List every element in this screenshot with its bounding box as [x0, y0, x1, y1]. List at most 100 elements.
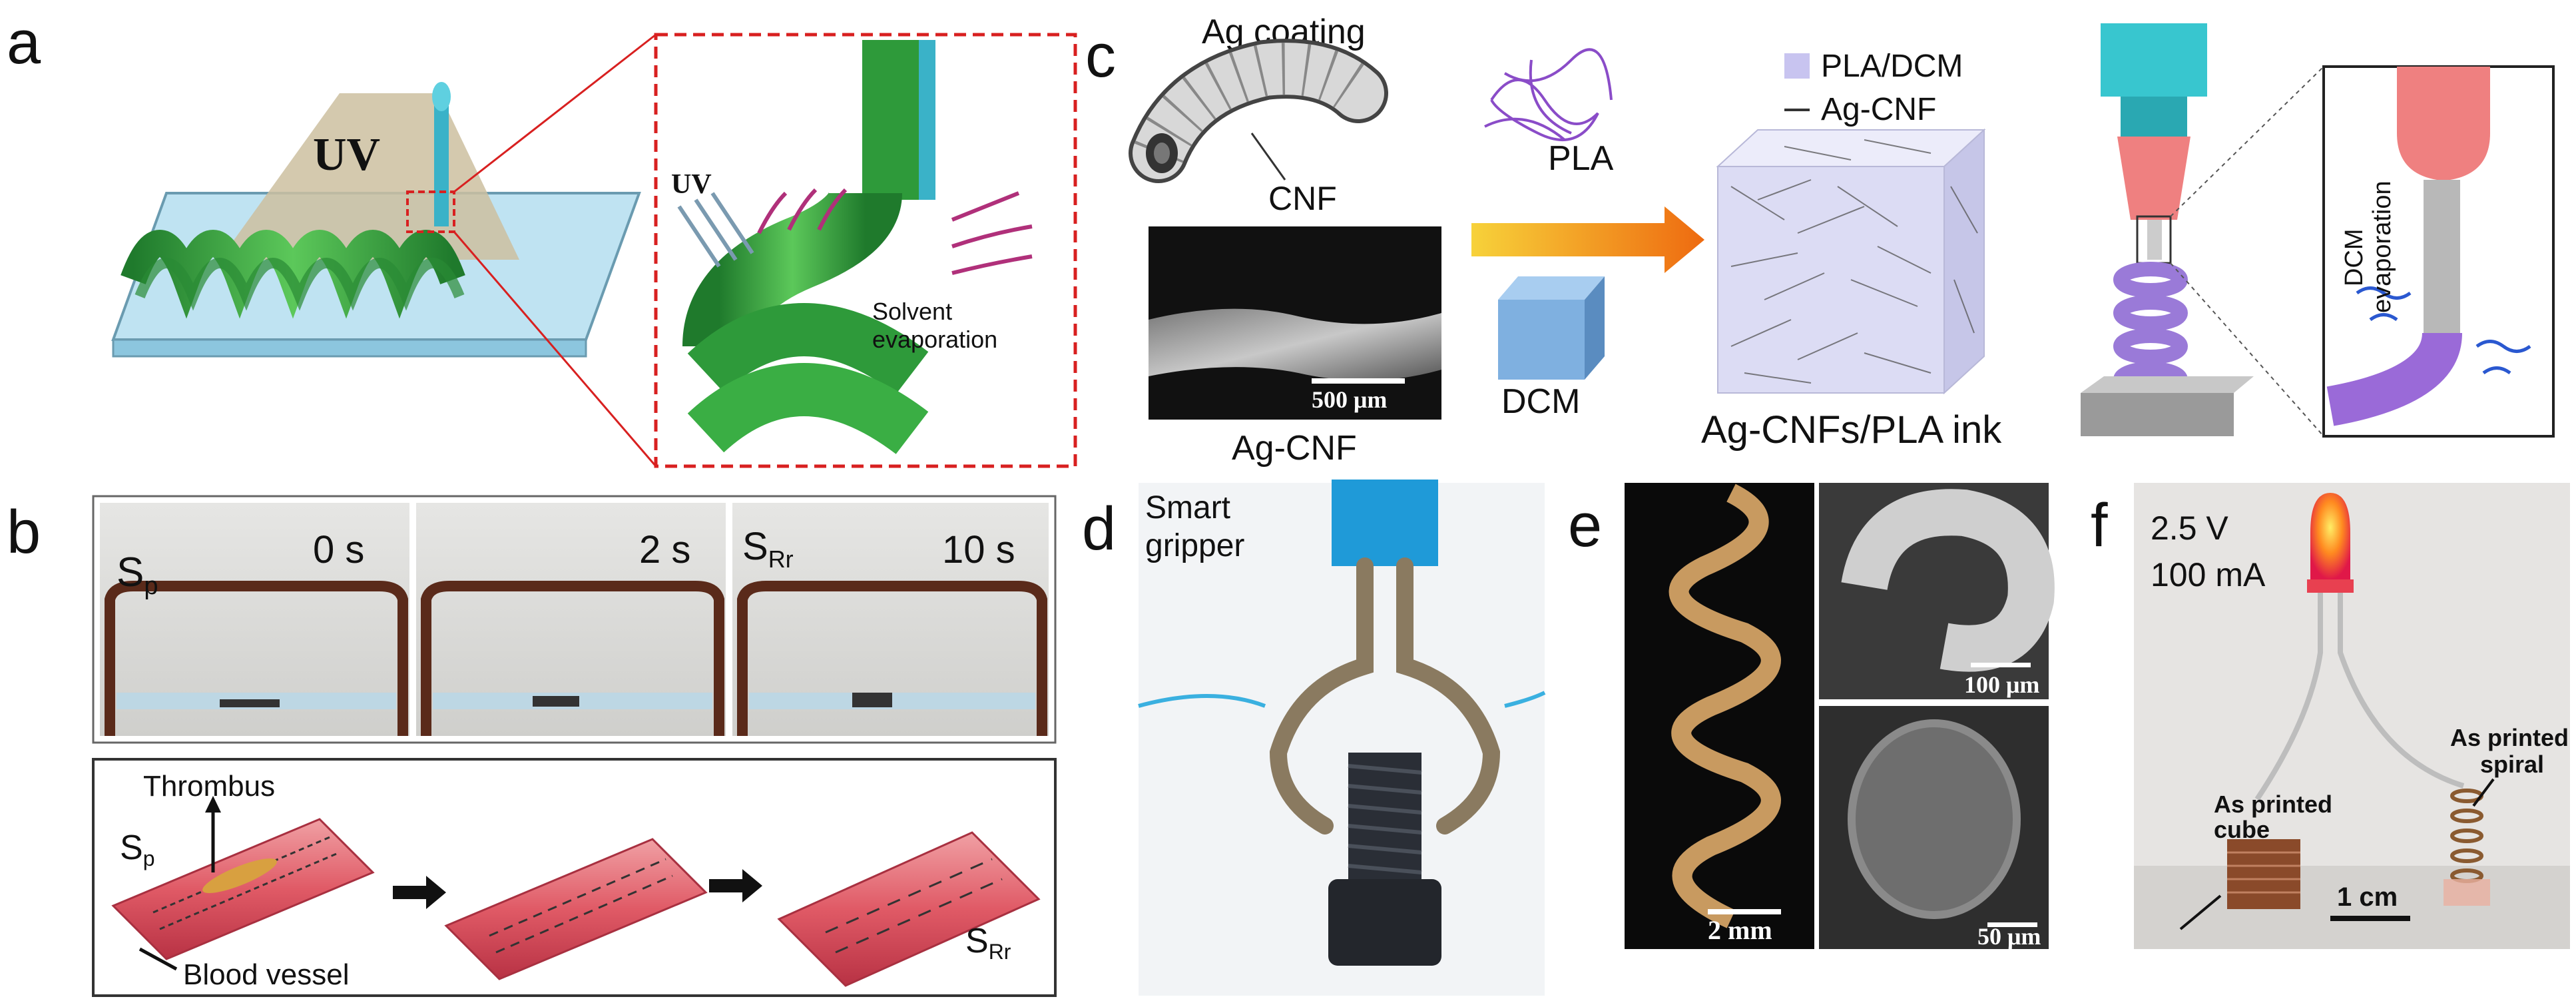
evaporation-arrows — [757, 188, 1033, 275]
syringe-collar — [2121, 97, 2187, 137]
vapor-4 — [2482, 366, 2511, 375]
led-leg-right — [2338, 593, 2465, 789]
nozzle — [434, 93, 449, 226]
uv-label-small: UV — [671, 169, 712, 200]
printed-wave-shadow — [134, 258, 465, 311]
panel-b: b Sp 0 s 2 s SRr 10 s — [7, 495, 1057, 997]
photo-frame-1 — [100, 503, 409, 736]
cube-label-2: cube — [2214, 816, 2270, 843]
scale-label-500: 500 μm — [1312, 386, 1387, 413]
zoom-line-c-bottom — [2170, 262, 2324, 437]
build-plate — [2081, 393, 2234, 436]
panel-label-f: f — [2091, 492, 2108, 559]
legend-swatch-pla-dcm — [1784, 53, 1810, 79]
blood-vessel-label: Blood vessel — [183, 958, 349, 991]
zoom-line-top — [453, 33, 656, 193]
inset-needle — [2424, 180, 2460, 333]
evap-arrow-2 — [787, 188, 818, 231]
pla-label: PLA — [1548, 139, 1614, 178]
sem-cross-section-inner — [1856, 727, 2013, 911]
evap-arrow-4 — [951, 191, 1020, 222]
inset-arch-1 — [687, 303, 929, 395]
nozzle-needle — [2147, 220, 2162, 260]
spiral-label-1: As printed — [2450, 724, 2569, 751]
vessel-2 — [444, 838, 708, 980]
bolt — [1328, 753, 1441, 966]
inset-arch-2 — [687, 363, 929, 455]
spiral-label-2: spiral — [2480, 751, 2544, 778]
inset-nozzle-cyan — [919, 40, 935, 200]
solvent-label: Solvent — [872, 298, 952, 325]
thrombus-arrowhead — [205, 796, 221, 813]
gripper-label: gripper — [1145, 528, 1244, 563]
inset-nozzle — [2397, 67, 2490, 180]
photo-frame-2 — [416, 503, 726, 736]
mixing-arrow — [1471, 206, 1704, 273]
led-bulb — [2310, 493, 2350, 579]
srr-label: SRr — [742, 525, 794, 573]
dcm-vapor — [2356, 286, 2531, 375]
syringe-cyan — [2101, 23, 2207, 97]
dcm-evap-label-2: evaporation — [2368, 180, 2396, 313]
sp-schematic-label: Sp — [120, 829, 154, 870]
vessel-arrow — [138, 947, 178, 971]
scale-bar-500 — [1312, 378, 1405, 384]
sem-ring — [1841, 489, 2055, 672]
printed-cube — [2227, 839, 2300, 909]
substrate-edge — [112, 338, 587, 358]
cnf-leader — [1250, 133, 1286, 180]
dcm-evap-label-1: DCM — [2340, 228, 2368, 286]
photo-frame-3 — [732, 503, 1049, 736]
dcm-cube — [1498, 276, 1605, 380]
panel-c: c Ag coating CNF 500 μm Ag-CNF PLA — [1085, 13, 2555, 468]
cube-label-1: As printed — [2214, 791, 2332, 818]
thrombus-label: Thrombus — [143, 770, 275, 803]
zoom-source-box — [406, 190, 455, 233]
panel-e: e 2 mm 100 μm 50 μm — [1568, 483, 2055, 950]
scale-label-100: 100 μm — [1964, 671, 2039, 698]
vessel-3 — [777, 831, 1041, 987]
evap-arrow-6 — [951, 254, 1033, 275]
zoom-line-c-top — [2170, 66, 2324, 217]
panel-label-b: b — [7, 498, 41, 566]
nozzle-tip — [432, 82, 451, 111]
cube-arrow — [2179, 894, 2222, 930]
scale-bar-2mm — [1708, 909, 1781, 914]
panel-label-e: e — [1568, 492, 1602, 559]
uv-arrow-2 — [694, 198, 738, 261]
spiral-base — [2444, 879, 2490, 906]
pla-polymer-tangle — [1484, 48, 1613, 141]
process-arrow-2 — [709, 869, 762, 902]
time-0s: 0 s — [313, 528, 364, 571]
process-arrow-1 — [393, 876, 446, 909]
evaporation-label: evaporation — [872, 326, 997, 353]
ink-label: Ag-CNFs/PLA ink — [1701, 408, 2002, 452]
panel-label-a: a — [7, 9, 41, 77]
scale-bar-1cm — [2330, 916, 2410, 921]
inset-extrusion — [682, 189, 902, 348]
coated-fiber — [1129, 39, 1388, 183]
wire-right — [1504, 691, 1546, 708]
evap-arrow-3 — [817, 188, 848, 231]
led-base — [2307, 579, 2354, 593]
led-leg-left — [2254, 593, 2323, 801]
legend-ag-cnf: Ag-CNF — [1821, 92, 1936, 127]
evap-arrow-5 — [951, 224, 1033, 248]
panel-f: f 2.5 V 100 mA As printed spiral As prin… — [2091, 483, 2570, 949]
spiral-arrow — [2472, 778, 2495, 807]
legend-pla-dcm: PLA/DCM — [1821, 49, 1963, 84]
time-10s: 10 s — [942, 528, 1015, 571]
nozzle-body — [2117, 137, 2190, 220]
scale-bar-100 — [1971, 663, 2031, 667]
uv-arrow-3 — [710, 192, 754, 254]
uv-label-large: UV — [313, 129, 380, 180]
scale-label-2mm: 2 mm — [1708, 915, 1772, 945]
vapor-3 — [2475, 340, 2531, 353]
sem-fiber — [1149, 308, 1441, 381]
printer-schematic — [2081, 23, 2254, 436]
evap-arrow-1 — [757, 191, 788, 234]
panel-label-c: c — [1085, 22, 1116, 90]
scale-bar-50 — [1987, 922, 2037, 927]
gripper-arm-right — [1396, 557, 1501, 835]
